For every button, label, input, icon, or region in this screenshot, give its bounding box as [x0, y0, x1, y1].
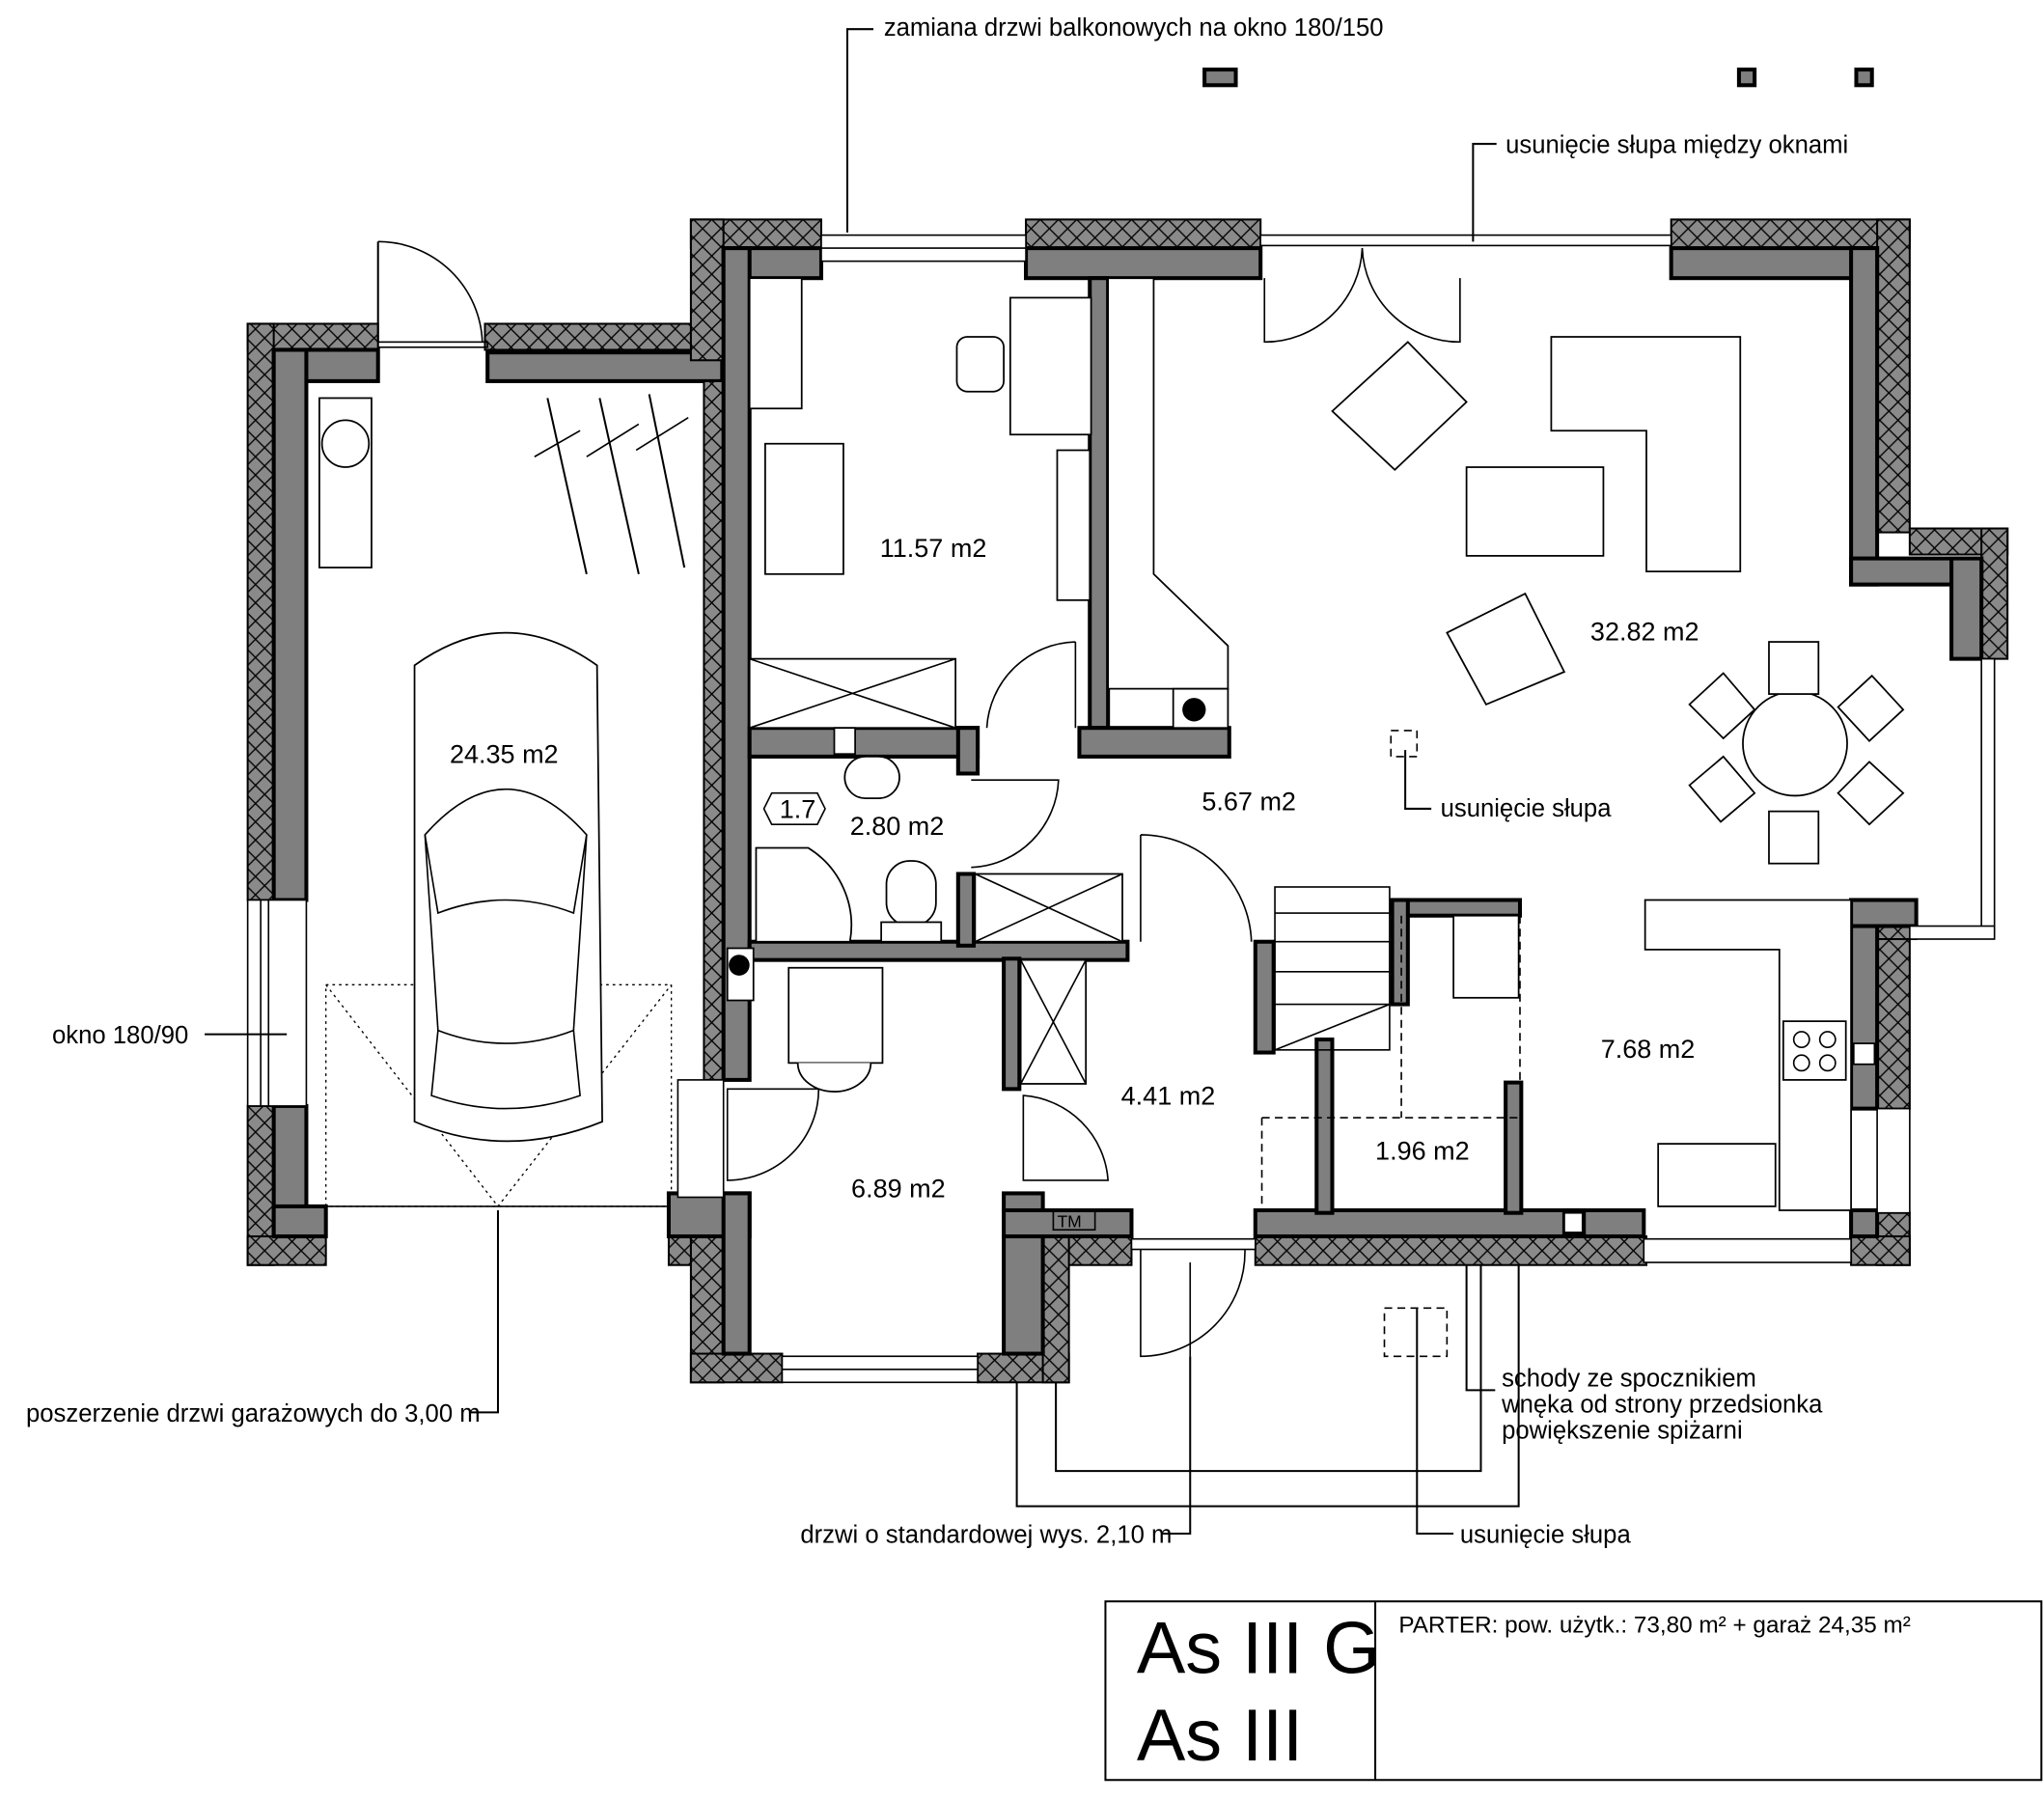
note-stairs-2: wnęka od strony przedsionka: [1501, 1391, 1823, 1418]
bicycles-icon: [534, 394, 689, 575]
note-stairs-1: schody ze spocznikiem: [1502, 1365, 1756, 1392]
title-block: As III G As III PARTER: pow. użytk.: 73,…: [1104, 1600, 2043, 1782]
doors: [726, 248, 1461, 1358]
area-kitchen: 7.68 m2: [1601, 1035, 1696, 1064]
area-utility: 6.89 m2: [851, 1174, 946, 1203]
floor-summary: PARTER: pow. użytk.: 73,80 m² + garaż 24…: [1398, 1613, 1910, 1639]
note-entry-door: drzwi o standardowej wys. 2,10 m: [800, 1521, 1172, 1548]
windows: [677, 234, 1996, 1384]
variant-2: As III: [1137, 1696, 1303, 1777]
bathroom-tag: 1.7: [780, 794, 816, 823]
annotations: zamiana drzwi balkonowych na okno 180/15…: [26, 14, 1848, 1548]
garage-side-door: [376, 240, 488, 348]
note-stairs-3: powiększenie spiżarni: [1502, 1417, 1743, 1444]
garage-walls: [246, 322, 725, 1266]
note-garage-door: poszerzenie drzwi garażowych do 3,00 m: [26, 1400, 481, 1427]
note-column-bottom: usunięcie słupa: [1460, 1521, 1632, 1548]
furniture: [726, 277, 1905, 1358]
variant-1: As III G: [1137, 1609, 1380, 1690]
area-vestibule: 4.41 m2: [1121, 1082, 1216, 1111]
car-icon: [413, 631, 603, 1143]
note-column-windows: usunięcie słupa między oknami: [1505, 132, 1848, 159]
area-room: 11.57 m2: [880, 534, 987, 563]
tm-tag: TM: [1057, 1212, 1081, 1232]
lawn-mower-icon: [318, 397, 373, 568]
note-balcony-door: zamiana drzwi balkonowych na okno 180/15…: [884, 14, 1384, 42]
area-garage: 24.35 m2: [450, 740, 559, 769]
room-labels: 24.35 m2 11.57 m2 2.80 m2 1.7 5.67 m2 32…: [450, 534, 1699, 1231]
note-column-living: usunięcie słupa: [1441, 795, 1613, 822]
area-pantry: 1.96 m2: [1375, 1136, 1470, 1165]
house-walls: [666, 218, 2009, 1384]
chimney-marks: [1202, 68, 1874, 88]
note-garage-window: okno 180/90: [52, 1022, 188, 1049]
annotation-leaders: [205, 28, 1520, 1535]
area-living: 32.82 m2: [1590, 618, 1699, 647]
area-bathroom: 2.80 m2: [850, 812, 945, 841]
area-hall: 5.67 m2: [1202, 787, 1296, 816]
